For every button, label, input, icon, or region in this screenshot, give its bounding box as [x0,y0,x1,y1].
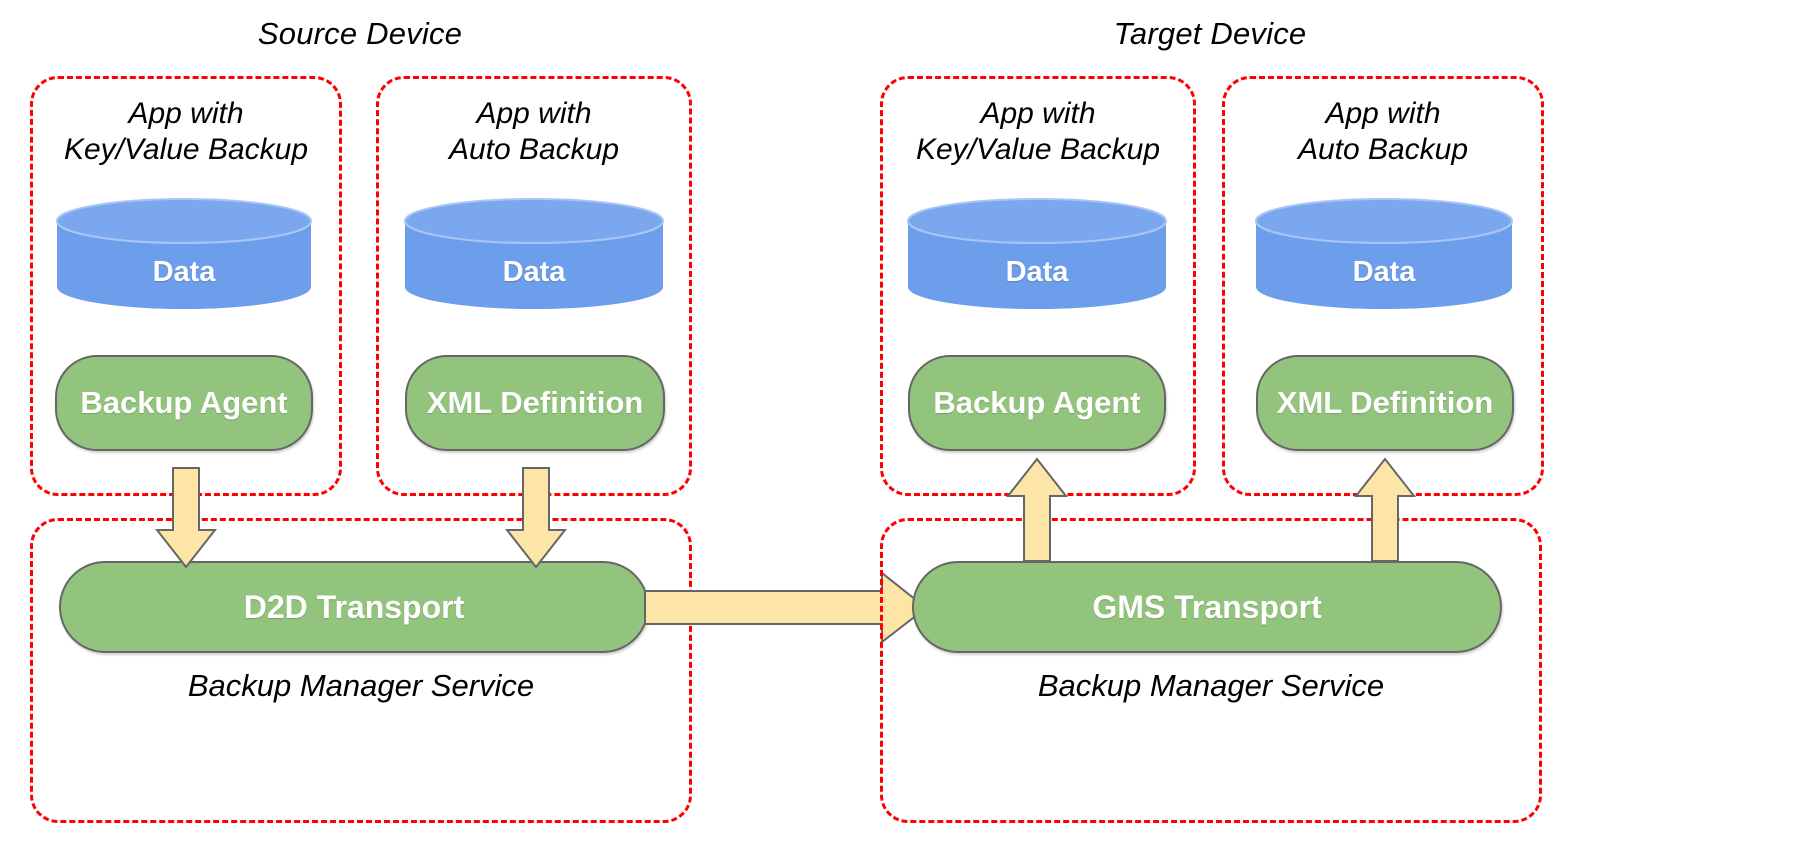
source-device-title: Source Device [257,16,463,51]
target-device-title: Target Device [1113,16,1307,51]
target-xml-definition-pill[interactable]: XML Definition [1256,355,1514,451]
target-backup-manager-service-container [880,518,1542,823]
target-app-kv-data-cylinder: Data [907,198,1167,309]
target-app-auto-caption: App with Auto Backup [1297,97,1469,166]
arrow-gms-transport-to-xml-definition [1353,457,1417,562]
source-app-auto-data-cylinder: Data [404,198,664,309]
target-backup-agent-pill[interactable]: Backup Agent [908,355,1166,451]
source-app-kv-caption: App with Key/Value Backup [63,97,309,166]
arrow-gms-transport-to-backup-agent [1005,457,1069,562]
source-backup-manager-service-container [30,518,692,823]
target-app-auto-data-cylinder: Data [1255,198,1513,309]
source-backup-agent-pill[interactable]: Backup Agent [55,355,313,451]
arrow-backup-agent-to-d2d-transport [154,467,218,569]
source-xml-definition-pill[interactable]: XML Definition [405,355,665,451]
source-backup-manager-service-caption: Backup Manager Service [187,668,535,703]
d2d-transport-pill[interactable]: D2D Transport [59,561,649,653]
source-app-auto-caption: App with Auto Backup [448,97,620,166]
arrow-xml-definition-to-d2d-transport [504,467,568,569]
target-app-kv-caption: App with Key/Value Backup [915,97,1161,166]
source-app-kv-data-cylinder: Data [56,198,312,309]
target-backup-manager-service-caption: Backup Manager Service [1037,668,1385,703]
gms-transport-pill[interactable]: GMS Transport [912,561,1502,653]
